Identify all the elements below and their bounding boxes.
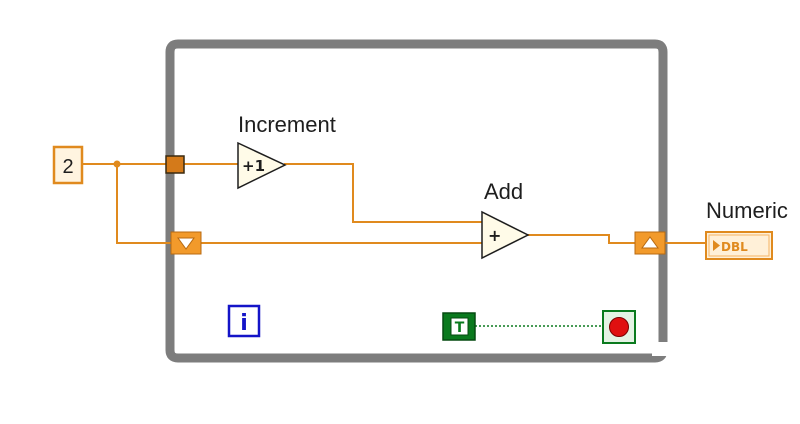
add-node[interactable]: +: [481, 210, 530, 260]
true-constant-symbol: T: [455, 320, 465, 336]
increment-label: Increment: [238, 112, 336, 137]
indicator-arrow-icon: [713, 240, 720, 251]
stop-icon: [609, 317, 629, 337]
numeric-constant[interactable]: 2: [52, 145, 84, 185]
shift-register-right[interactable]: [634, 231, 666, 255]
wire-add-to-shift-register[interactable]: [527, 234, 636, 244]
numeric-indicator[interactable]: DBL: [705, 231, 773, 260]
add-symbol: +: [488, 226, 501, 245]
increment-symbol: +1: [242, 157, 265, 175]
loop-condition-terminal[interactable]: [602, 310, 636, 344]
numeric-constant-value: 2: [62, 156, 73, 178]
iteration-terminal-symbol: i: [240, 311, 248, 336]
while-loop-structure[interactable]: [165, 39, 674, 363]
add-label: Add: [484, 179, 523, 204]
iteration-terminal[interactable]: i: [227, 304, 261, 338]
wire-constant-to-shift-register[interactable]: [116, 164, 171, 244]
indicator-type: DBL: [721, 240, 748, 254]
shift-register-left[interactable]: [170, 231, 202, 255]
wire-increment-to-add[interactable]: [284, 163, 482, 223]
input-tunnel[interactable]: [165, 155, 185, 174]
increment-node[interactable]: +1: [237, 141, 287, 190]
true-constant[interactable]: T: [442, 312, 476, 341]
indicator-label: Numeric: [706, 198, 788, 223]
wire-junction: [113, 160, 121, 168]
